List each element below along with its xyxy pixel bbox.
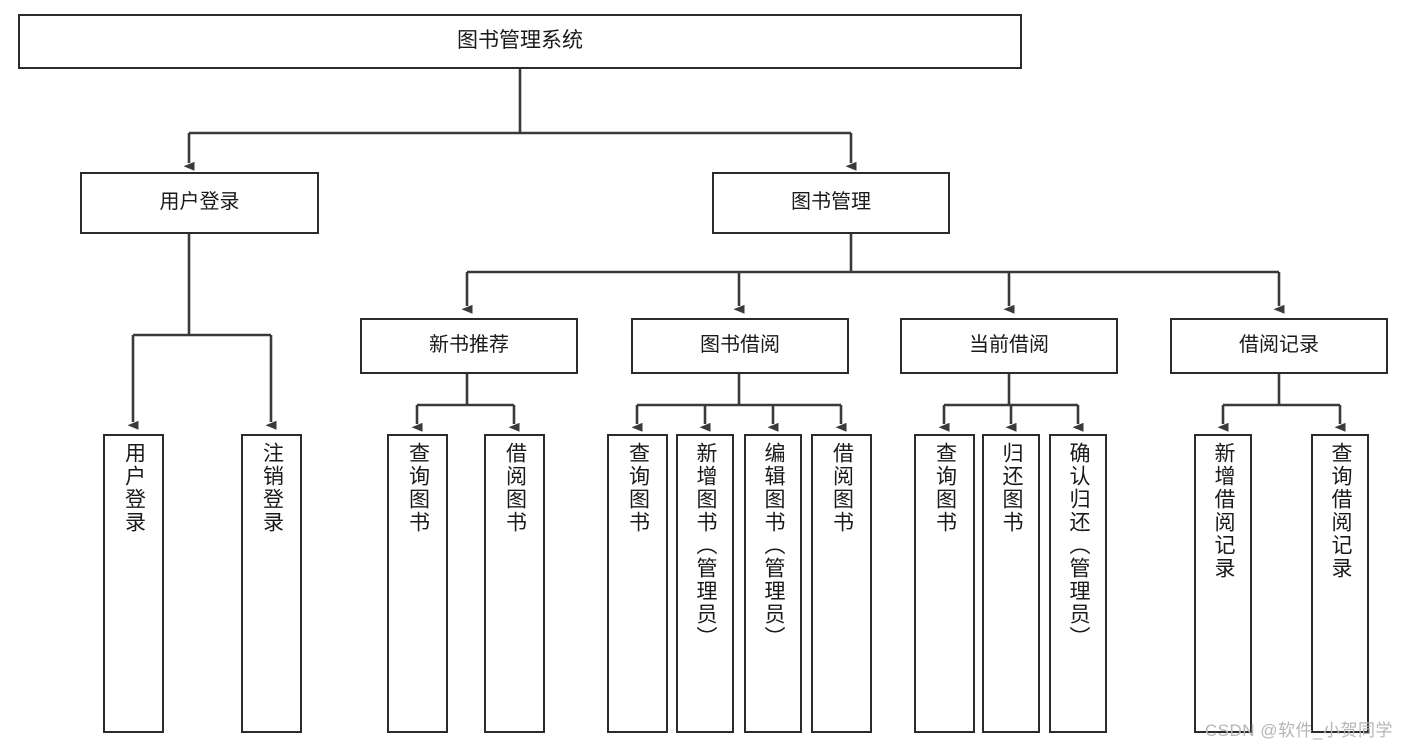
node-leaf-query-record-label: 查询借阅记录 [1329, 442, 1353, 580]
node-new-book-recommend[interactable]: 新书推荐 [360, 318, 578, 374]
node-leaf-edit-book[interactable]: 编辑图书（管理员） [744, 434, 802, 733]
node-leaf-query-book-3-label: 查询图书 [933, 442, 957, 534]
node-current-borrow-label: 当前借阅 [969, 334, 1049, 357]
node-leaf-query-book-2[interactable]: 查询图书 [607, 434, 668, 733]
node-leaf-borrow-book-1-label: 借阅图书 [503, 442, 527, 534]
node-leaf-user-login-label: 用户登录 [122, 442, 146, 534]
node-leaf-add-record[interactable]: 新增借阅记录 [1194, 434, 1252, 733]
node-leaf-query-book-1[interactable]: 查询图书 [387, 434, 448, 733]
node-book-borrow-label: 图书借阅 [700, 334, 780, 357]
node-leaf-edit-book-label: 编辑图书（管理员） [762, 442, 786, 649]
node-leaf-add-record-label: 新增借阅记录 [1212, 442, 1236, 580]
node-leaf-confirm-return[interactable]: 确认归还（管理员） [1049, 434, 1107, 733]
node-leaf-query-book-1-label: 查询图书 [406, 442, 430, 534]
node-leaf-query-book-2-label: 查询图书 [626, 442, 650, 534]
node-borrow-record[interactable]: 借阅记录 [1170, 318, 1388, 374]
node-leaf-confirm-return-label: 确认归还（管理员） [1067, 442, 1091, 649]
node-leaf-query-book-3[interactable]: 查询图书 [914, 434, 975, 733]
node-leaf-user-login[interactable]: 用户登录 [103, 434, 164, 733]
node-leaf-user-logout-label: 注销登录 [260, 442, 284, 534]
node-root-label: 图书管理系统 [457, 29, 583, 53]
node-current-borrow[interactable]: 当前借阅 [900, 318, 1118, 374]
watermark: CSDN @软件_小贺同学 [1204, 721, 1393, 740]
node-leaf-borrow-book-2-label: 借阅图书 [830, 442, 854, 534]
node-root[interactable]: 图书管理系统 [18, 14, 1022, 69]
node-user-login[interactable]: 用户登录 [80, 172, 319, 234]
node-book-borrow[interactable]: 图书借阅 [631, 318, 849, 374]
node-leaf-query-record[interactable]: 查询借阅记录 [1311, 434, 1369, 733]
node-leaf-return-book[interactable]: 归还图书 [982, 434, 1040, 733]
node-book-manage-label: 图书管理 [791, 191, 871, 214]
node-leaf-user-logout[interactable]: 注销登录 [241, 434, 302, 733]
node-borrow-record-label: 借阅记录 [1239, 334, 1319, 357]
node-leaf-add-book[interactable]: 新增图书（管理员） [676, 434, 734, 733]
node-leaf-borrow-book-2[interactable]: 借阅图书 [811, 434, 872, 733]
node-new-book-recommend-label: 新书推荐 [429, 334, 509, 357]
node-leaf-borrow-book-1[interactable]: 借阅图书 [484, 434, 545, 733]
node-leaf-add-book-label: 新增图书（管理员） [694, 442, 718, 649]
node-user-login-label: 用户登录 [159, 191, 240, 214]
node-book-manage[interactable]: 图书管理 [712, 172, 950, 234]
node-leaf-return-book-label: 归还图书 [1000, 442, 1024, 534]
